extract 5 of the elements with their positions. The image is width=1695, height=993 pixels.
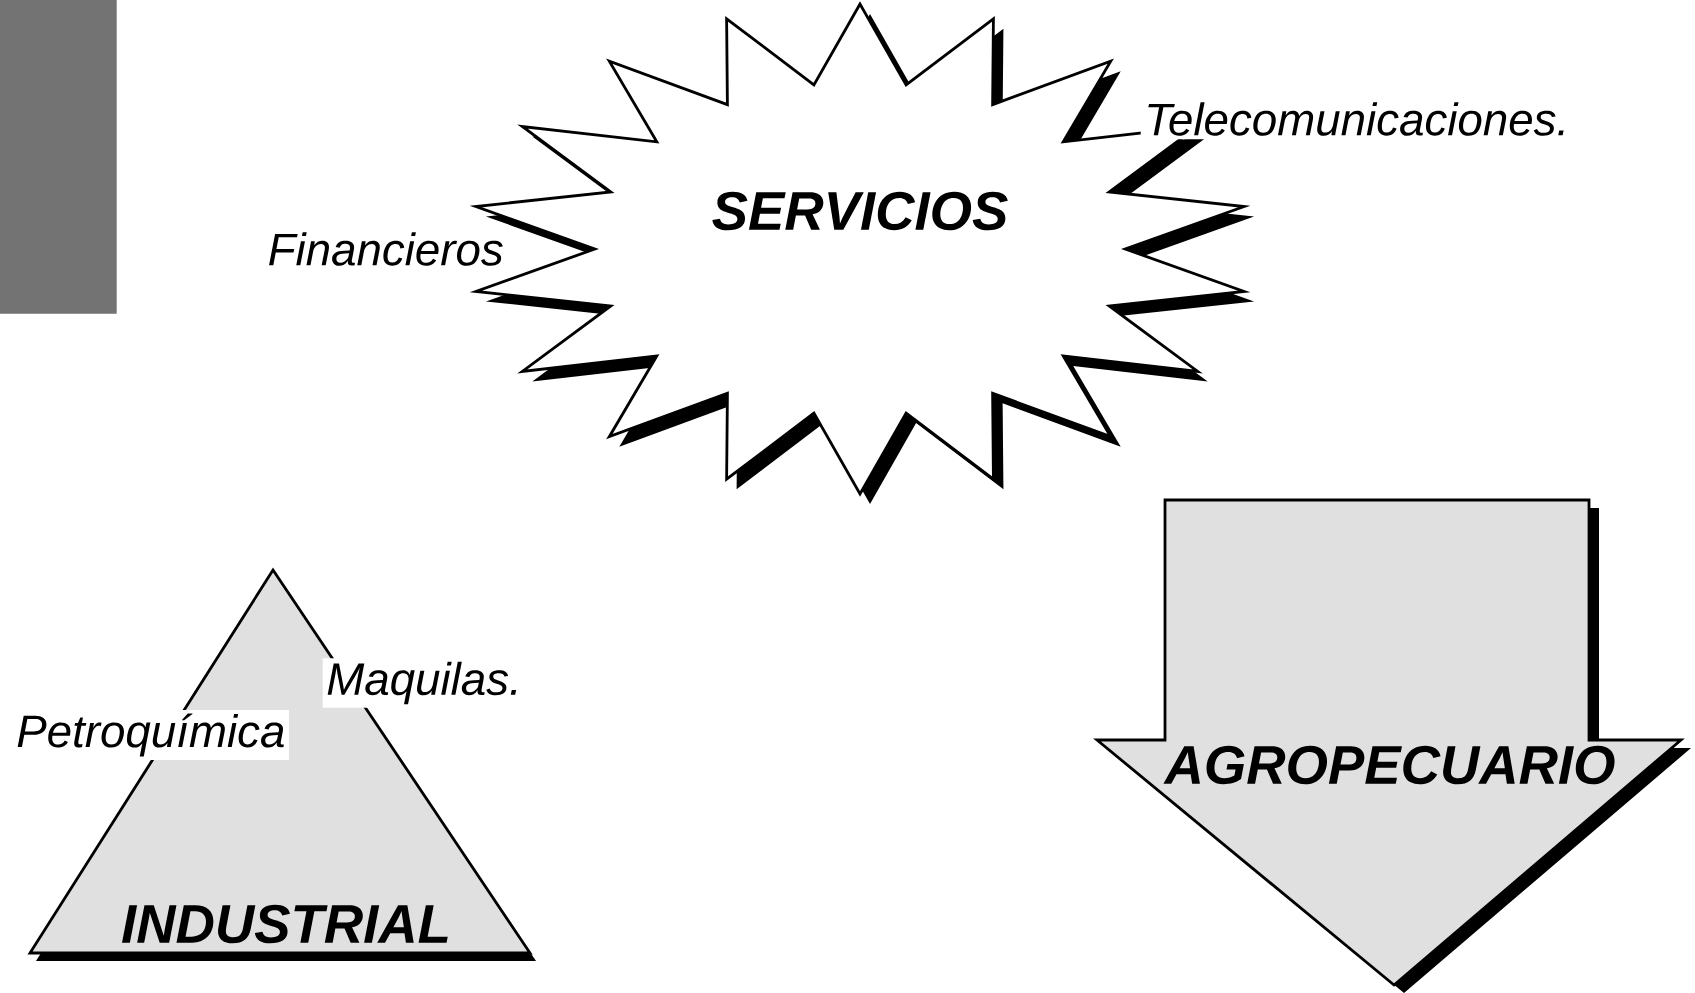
beside-text: Maquilas.	[322, 658, 526, 708]
beside-text: Telecomunicaciones.	[1140, 98, 1573, 140]
beside-text: Financieros	[264, 228, 508, 270]
beside-text: Petroquímica	[12, 709, 289, 761]
textured-block	[0, 0, 117, 314]
